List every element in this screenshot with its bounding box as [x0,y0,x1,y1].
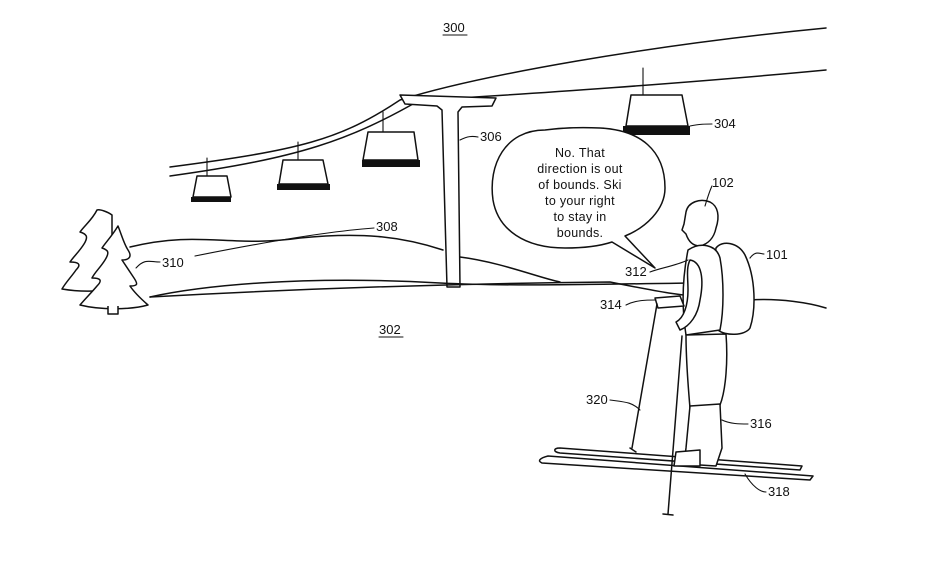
ski-poles [629,303,683,516]
chair-3 [362,111,420,167]
label-318: 318 [768,484,790,499]
speech-line: No. That [555,146,605,160]
reference-labels: 302 304 306 308 310 102 101 312 314 316 … [135,116,790,499]
trees [61,209,149,315]
label-304: 304 [714,116,736,131]
speech-line: to stay in [553,210,606,224]
speech-line: of bounds. Ski [538,178,621,192]
label-310: 310 [162,255,184,270]
speech-line: bounds. [557,226,604,240]
speech-line: direction is out [537,162,623,176]
label-314: 314 [600,297,622,312]
skier [654,199,755,467]
hills [129,234,827,309]
label-302: 302 [379,322,401,337]
lift-tower [399,94,497,288]
label-308: 308 [376,219,398,234]
label-102: 102 [712,175,734,190]
label-316: 316 [750,416,772,431]
label-312: 312 [625,264,647,279]
speech-bubble: No. That direction is out of bounds. Ski… [491,126,666,269]
speech-line: to your right [545,194,615,208]
label-320: 320 [586,392,608,407]
chair-4 [623,67,690,135]
chair-1 [191,157,232,202]
lift-cables [169,27,827,177]
label-306: 306 [480,129,502,144]
label-101: 101 [766,247,788,262]
figure-number-text: 300 [443,20,465,35]
chair-2 [277,141,330,190]
figure-number: 300 [442,20,468,36]
